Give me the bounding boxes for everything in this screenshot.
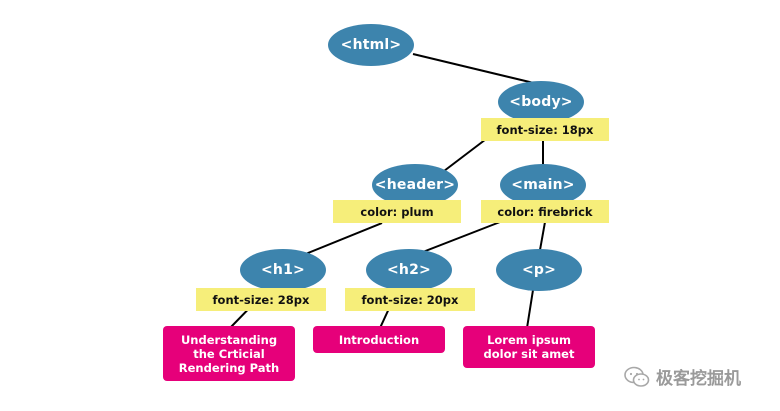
watermark-text: 极客挖掘机 (656, 369, 741, 389)
node-html: <html> (328, 24, 414, 66)
style-label-main: color: firebrick (481, 200, 609, 223)
style-label-body: font-size: 18px (481, 118, 609, 141)
edge-header-h1 (302, 222, 383, 256)
node-p: <p> (496, 249, 582, 291)
style-label-h2: font-size: 20px (345, 288, 475, 311)
text-node-h2: Introduction (313, 326, 445, 353)
node-body: <body> (498, 81, 584, 123)
node-h2: <h2> (366, 249, 452, 291)
edge-main-h2 (414, 221, 501, 256)
text-node-h1: Understanding the Crticial Rendering Pat… (163, 326, 295, 381)
node-h1: <h1> (240, 249, 326, 291)
node-main: <main> (500, 164, 586, 206)
node-header: <header> (372, 164, 458, 206)
watermark: 极客挖掘机 (624, 364, 741, 389)
edge-html-body (412, 53, 539, 85)
wechat-icon (624, 366, 650, 387)
edge-main-p (539, 221, 546, 251)
style-label-header: color: plum (333, 200, 461, 223)
style-label-h1: font-size: 28px (196, 288, 326, 311)
edge-p-text (526, 289, 534, 329)
text-node-p: Lorem ipsum dolor sit amet (463, 326, 595, 368)
